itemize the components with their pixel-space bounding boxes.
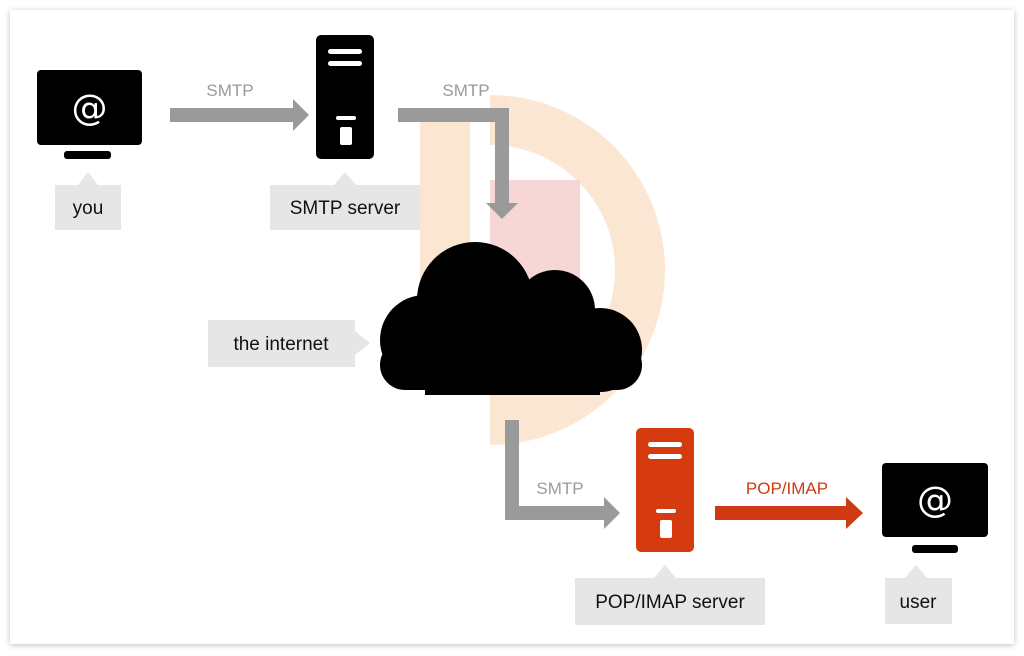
user-computer-icon: @ bbox=[882, 463, 988, 553]
pop-imap-server-icon bbox=[636, 428, 694, 552]
at-sign-icon: @ bbox=[917, 480, 953, 521]
svg-text:SMTP: SMTP bbox=[536, 479, 583, 498]
svg-text:SMTP: SMTP bbox=[442, 81, 489, 100]
svg-text:SMTP: SMTP bbox=[206, 81, 253, 100]
smtp-server-label: SMTP server bbox=[270, 172, 420, 230]
svg-text:SMTP server: SMTP server bbox=[290, 198, 401, 219]
pop-imap-server-label: POP/IMAP server bbox=[575, 565, 765, 625]
internet-label: the internet bbox=[208, 320, 370, 367]
you-computer-icon: @ bbox=[37, 70, 142, 159]
user-label: user bbox=[885, 565, 952, 624]
svg-text:you: you bbox=[73, 198, 104, 219]
pop-imap-arrow: POP/IMAP bbox=[715, 479, 863, 529]
svg-text:the internet: the internet bbox=[233, 334, 329, 355]
smtp-arrow-3: SMTP bbox=[505, 420, 620, 529]
smtp-arrow-1: SMTP bbox=[170, 81, 309, 131]
internet-cloud-icon bbox=[380, 242, 642, 395]
svg-text:user: user bbox=[900, 592, 938, 613]
svg-text:POP/IMAP server: POP/IMAP server bbox=[595, 592, 745, 613]
smtp-arrow-2: SMTP bbox=[398, 81, 518, 219]
you-label: you bbox=[55, 172, 121, 230]
svg-text:POP/IMAP: POP/IMAP bbox=[746, 479, 828, 498]
at-sign-icon: @ bbox=[72, 88, 108, 129]
smtp-server-icon bbox=[316, 35, 374, 159]
